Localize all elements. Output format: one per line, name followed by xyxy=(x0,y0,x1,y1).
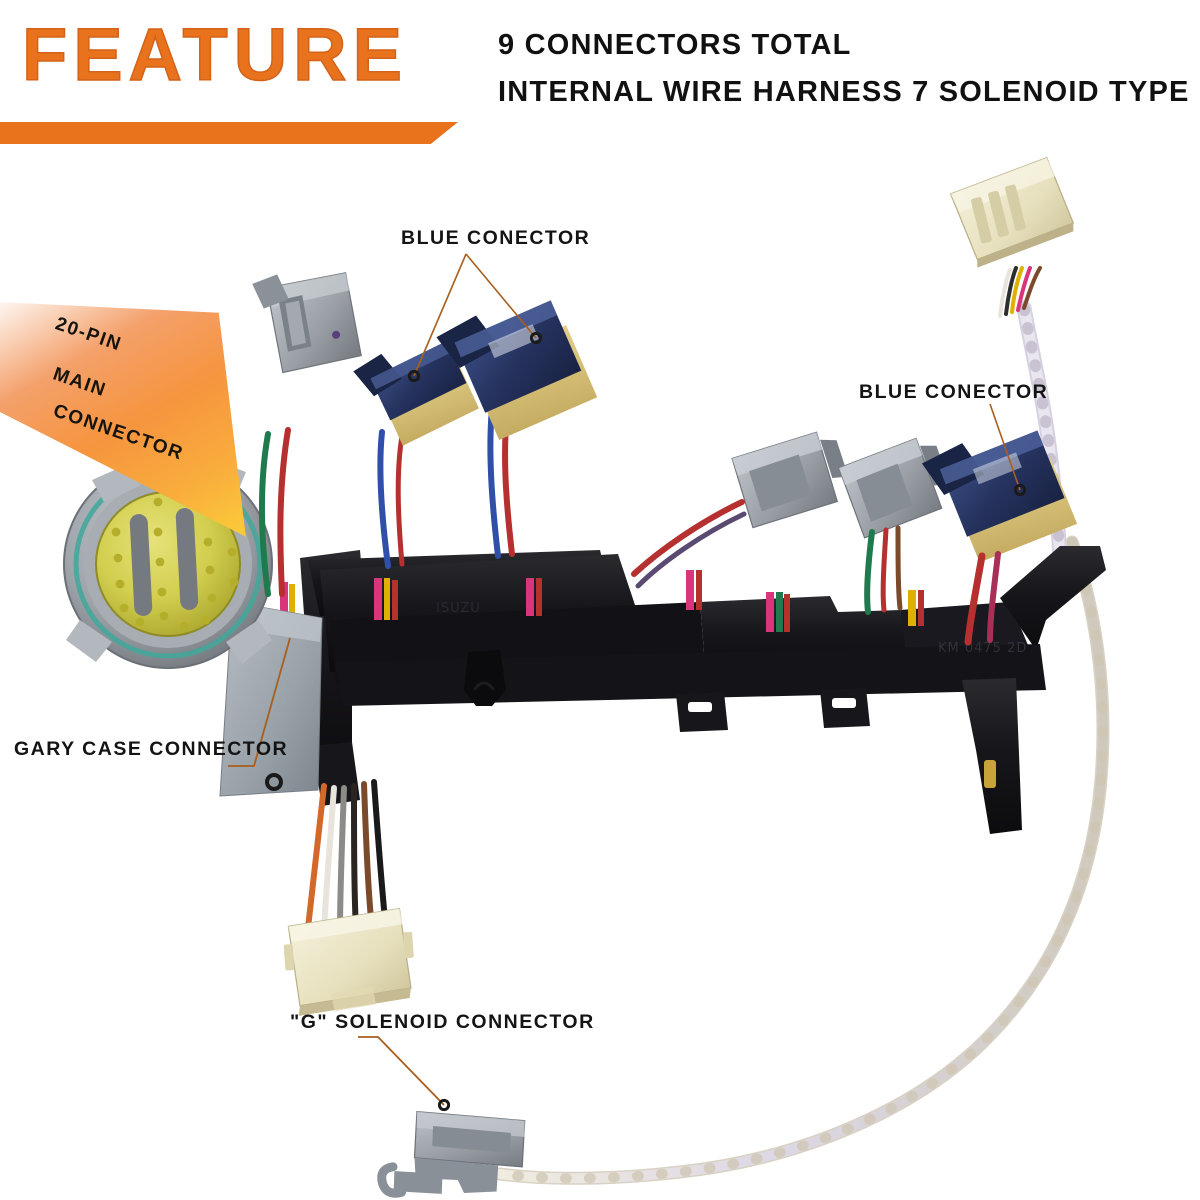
label-gray-case-connector: GARY CASE CONNECTOR xyxy=(14,738,289,760)
wires-gray-center-right xyxy=(864,525,903,615)
banner-bar-right xyxy=(118,122,458,144)
main-connector-callout: 20-PIN MAIN CONNECTOR xyxy=(0,296,262,576)
wires-gray-center xyxy=(631,499,747,589)
svg-text:KM 0475 2D: KM 0475 2D xyxy=(938,641,1027,656)
label-g-solenoid-connector: "G" SOLENOID CONNECTOR xyxy=(290,1011,595,1033)
gray-connector-upper-left xyxy=(252,272,362,374)
svg-text:ISUZU: ISUZU xyxy=(436,601,481,616)
gray-connector-center-right xyxy=(838,437,950,539)
label-blue-connector-right: BLUE CONECTOR xyxy=(859,381,1049,403)
black-harness-rail: KM 0475 2D ISUZU xyxy=(280,546,1106,834)
wires-blue-right xyxy=(964,551,1001,646)
rail-wire-windows xyxy=(280,570,924,632)
pin-holes xyxy=(111,495,239,631)
gray-hook-connector xyxy=(377,1110,526,1198)
headline-block: 9 CONNECTORS TOTAL INTERNAL WIRE HARNESS… xyxy=(498,22,1188,116)
header-banner: FEATURE 9 CONNECTORS TOTAL INTERNAL WIRE… xyxy=(0,0,1200,150)
wire-bundle-g-solenoid xyxy=(305,779,389,933)
spiral-wrapped-cable-long xyxy=(493,535,1110,1185)
gray-connector-center xyxy=(731,431,849,529)
wires-upper-left xyxy=(258,427,291,597)
feature-title: FEATURE xyxy=(21,13,408,96)
ivory-connector-top-right xyxy=(949,156,1075,268)
wire-bundle-top-right xyxy=(998,266,1042,318)
headline-connectors-total: 9 CONNECTORS TOTAL xyxy=(498,29,852,61)
label-blue-connector-left: BLUE CONECTOR xyxy=(401,227,591,249)
g-solenoid-connector xyxy=(283,907,414,1016)
headline-product-type: INTERNAL WIRE HARNESS 7 SOLENOID TYPE xyxy=(498,75,1190,108)
